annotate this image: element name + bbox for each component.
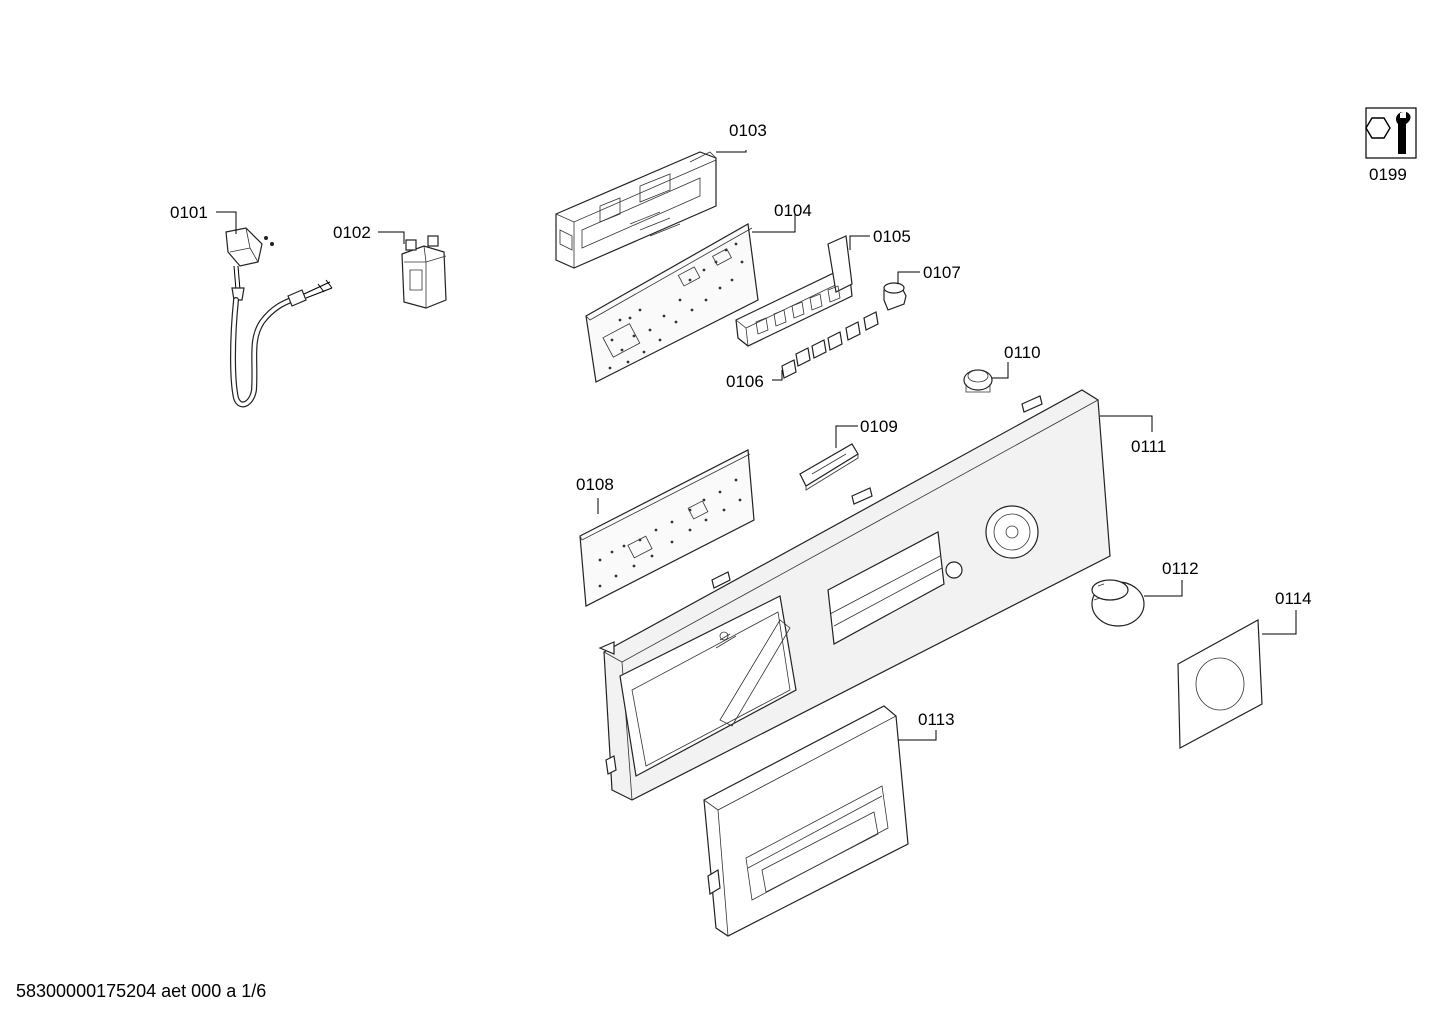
callout-0106: 0106 xyxy=(726,372,764,391)
program-knob-part xyxy=(1091,579,1145,627)
control-panel-fascia-part xyxy=(598,389,1111,801)
callout-0113: 0113 xyxy=(918,710,955,729)
main-pcb-part xyxy=(585,223,759,383)
label-sticker-part xyxy=(1177,619,1263,749)
rotary-encoder-part xyxy=(963,369,993,393)
leader-0101 xyxy=(216,211,237,234)
leader-0112 xyxy=(1144,580,1183,597)
callout-0105: 0105 xyxy=(873,227,911,246)
leader-0113 xyxy=(898,730,937,741)
leader-0114 xyxy=(1262,610,1297,635)
suppressor-part xyxy=(401,235,447,309)
callout-0199: 0199 xyxy=(1369,165,1407,184)
callout-0111: 0111 xyxy=(1131,437,1166,456)
leader-0102 xyxy=(378,231,405,244)
small-knob-part xyxy=(883,282,907,311)
callout-labels: 0101 0102 0103 0104 0105 0106 0107 0108 … xyxy=(170,121,1407,729)
leader-0109 xyxy=(835,425,858,448)
callout-0114: 0114 xyxy=(1275,589,1312,608)
callout-0107: 0107 xyxy=(923,263,961,282)
document-footer: 58300000175204 aet 000 a 1/6 xyxy=(16,981,267,1001)
push-buttons-part xyxy=(781,311,879,379)
callout-0104: 0104 xyxy=(774,201,812,220)
leader-0106 xyxy=(772,370,783,381)
wrench-nut-icon xyxy=(1365,107,1417,159)
callout-0101: 0101 xyxy=(170,203,208,222)
leader-0111 xyxy=(1100,415,1153,432)
button-carrier-part xyxy=(735,235,853,347)
leader-0110 xyxy=(992,362,1009,379)
module-frame-part xyxy=(555,151,717,269)
leader-0107 xyxy=(897,271,920,284)
drawer-handle-part xyxy=(703,705,909,937)
callout-0109: 0109 xyxy=(860,417,898,436)
callout-0108: 0108 xyxy=(576,475,614,494)
leader-0105 xyxy=(849,235,870,250)
callout-0110: 0110 xyxy=(1004,343,1041,362)
leader-0103 xyxy=(716,150,747,153)
display-pcb-part xyxy=(579,449,755,607)
callout-0112: 0112 xyxy=(1162,559,1199,578)
leader-lines xyxy=(216,150,1297,741)
callout-0102: 0102 xyxy=(333,223,371,242)
leader-0104 xyxy=(752,214,796,233)
callout-0103: 0103 xyxy=(729,121,767,140)
connector-board-part xyxy=(799,443,859,491)
power-cord-part xyxy=(225,227,333,408)
